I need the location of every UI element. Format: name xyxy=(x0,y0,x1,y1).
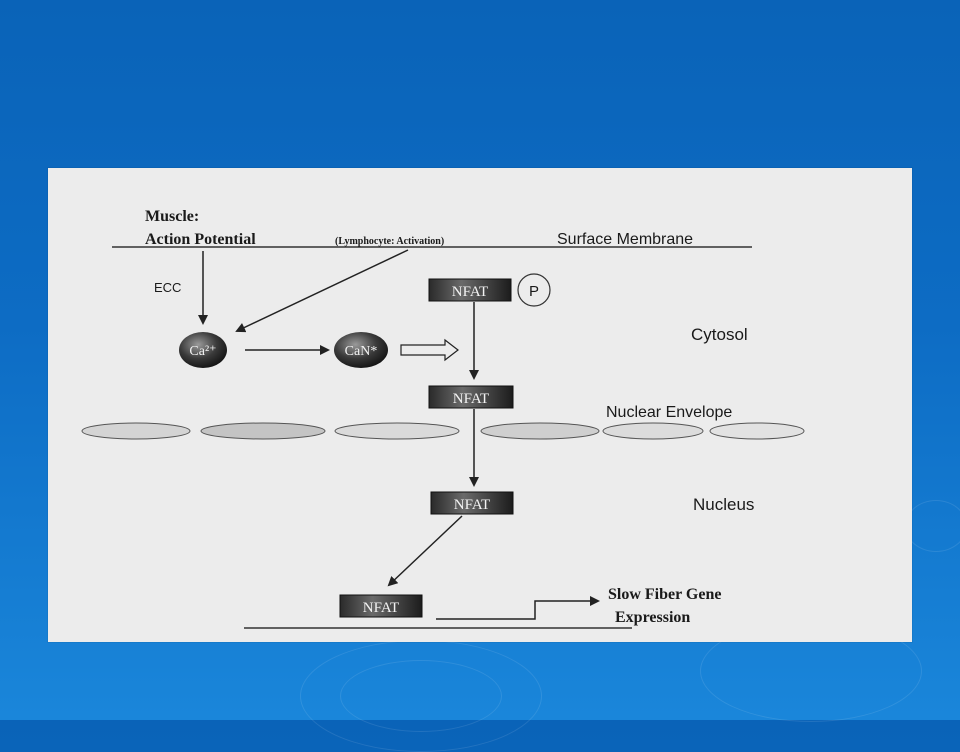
calcium-label: Ca²⁺ xyxy=(189,344,216,359)
nfat-label-top: NFAT xyxy=(452,284,488,300)
phosphate-group xyxy=(517,273,551,307)
nfat-cytosol-box xyxy=(428,385,514,409)
cytosol-label: Cytosol xyxy=(691,325,748,344)
lymphocyte-activation-label: (Lymphocyte: Activation) xyxy=(335,236,444,247)
ecc-label: ECC xyxy=(154,280,181,295)
decorative-ripple xyxy=(340,660,502,732)
action-potential-label: Action Potential xyxy=(145,231,256,248)
nuclear-envelope xyxy=(81,422,805,440)
nfat-phosphorylated-box xyxy=(428,278,512,302)
calcineurin-node xyxy=(334,332,388,368)
nucleus-label: Nucleus xyxy=(693,495,754,514)
muscle-label: Muscle: xyxy=(145,208,199,225)
nfat-label-cytosol: NFAT xyxy=(453,391,489,407)
calcineurin-nfat-diagram: Muscle: Action Potential (Lymphocyte: Ac… xyxy=(81,208,805,629)
transcription-start-arrow xyxy=(436,596,600,620)
nfat-nucleus-box xyxy=(430,491,514,515)
nuclear-envelope-label: Nuclear Envelope xyxy=(606,404,732,421)
nuclear-membrane-segment xyxy=(81,422,191,440)
calcineurin-label: CaN* xyxy=(345,344,378,359)
nuclear-membrane-segment xyxy=(200,422,326,440)
slow-fiber-gene-label: Slow Fiber Gene xyxy=(608,586,721,603)
decorative-ripple xyxy=(905,500,960,552)
nfat-label-nucleus: NFAT xyxy=(454,497,490,513)
dna-binding-arrow xyxy=(387,515,463,587)
phosphate-label: P xyxy=(529,283,539,300)
nuclear-membrane-segment xyxy=(480,422,600,440)
nfat-dna-bound-box xyxy=(339,594,423,618)
expression-label: Expression xyxy=(615,609,690,626)
surface-membrane-label: Surface Membrane xyxy=(557,231,693,248)
nuclear-membrane-segment xyxy=(709,422,805,440)
nuclear-membrane-segment xyxy=(334,422,460,440)
hollow-arrow-icon xyxy=(400,338,459,362)
lymphocyte-arrow xyxy=(235,249,409,333)
calcium-node xyxy=(179,332,227,368)
nfat-label-dna: NFAT xyxy=(363,600,399,616)
nuclear-membrane-segment xyxy=(602,422,704,440)
pathway-figure: Muscle: Action Potential (Lymphocyte: Ac… xyxy=(48,168,912,642)
